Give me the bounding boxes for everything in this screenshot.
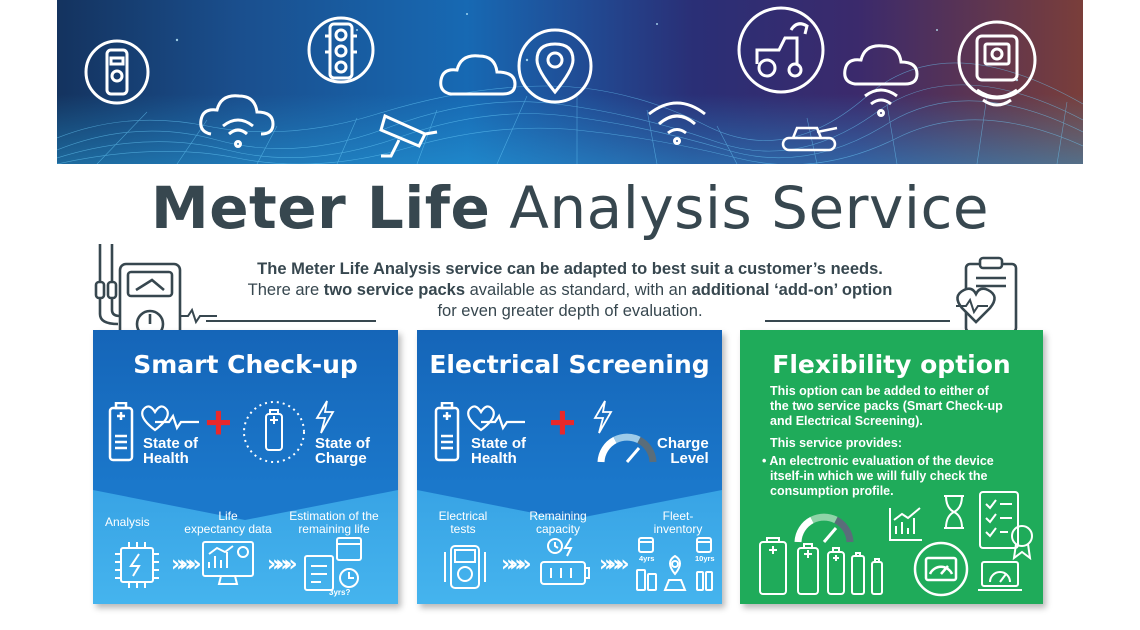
plus-icon: +: [549, 396, 576, 448]
monitor-chart-icon: [201, 538, 255, 588]
cloud-wifi-icon: [197, 86, 279, 154]
banner-image: [57, 0, 1083, 164]
divider-left: [206, 320, 376, 322]
chart-analysis-icon: [886, 504, 926, 544]
card-title: Flexibility option: [772, 350, 1011, 379]
traffic-light-icon: [307, 10, 375, 102]
arrows-icon: »»»: [501, 552, 532, 577]
gauge-icon: [593, 428, 661, 468]
arrows-icon-2: »»»: [267, 552, 298, 577]
card-flexibility-option: Flexibility option: [740, 330, 1043, 604]
lightning-icon: [593, 400, 613, 434]
wireframe-landscape: [57, 13, 1083, 164]
farm-tractor-icon: [735, 4, 827, 96]
calendar-document-icon: [301, 534, 365, 596]
hourglass-icon: [942, 494, 966, 530]
intro-paragraph: The Meter Life Analysis service can be a…: [180, 259, 960, 322]
fleet-inventory-icon: [635, 534, 715, 594]
clipboard-heart-illustration: [952, 256, 1032, 340]
flex-paragraph-2: This service provides:: [770, 436, 903, 450]
years-label-2: 10yrs: [695, 554, 715, 563]
water-meter-icon: [83, 38, 151, 106]
multimeter-icon: [443, 542, 487, 592]
arrows-icon-2: »»»: [599, 552, 630, 577]
page-title: Meter Life Analysis Service: [0, 174, 1140, 242]
circuit-board-icon: [111, 540, 163, 590]
cloud-icon: [437, 46, 521, 102]
battery-icon: [107, 402, 135, 462]
divider-right: [765, 320, 950, 322]
intro-line1: The Meter Life Analysis service can be a…: [257, 260, 883, 278]
wifi-icon: [645, 96, 709, 146]
arrows-icon: »»»: [171, 552, 202, 577]
energy-meter-icon: [912, 540, 970, 598]
battery-capacity-icon: [535, 536, 595, 590]
tank-icon: [777, 118, 841, 156]
heart-pulse-icon: [465, 404, 525, 434]
lightning-icon: [315, 400, 335, 434]
checklist-award-icon: [974, 488, 1038, 560]
plus-icon: +: [205, 396, 232, 448]
laptop-gauge-icon: [976, 560, 1024, 594]
card-title: Electrical Screening: [429, 350, 710, 379]
title-bold: Meter Life: [150, 174, 491, 242]
flex-bullet-1: • An electronic evaluation of the device…: [762, 454, 994, 498]
location-pin-icon: [515, 26, 595, 106]
years-label-1: 4yrs: [639, 554, 655, 563]
years-badge: 3yrs?: [329, 588, 351, 597]
step-fleet-inventory: Fleet-inventory: [653, 509, 703, 536]
step-analysis: Analysis: [105, 515, 150, 529]
intro-line3: for even greater depth of evaluation.: [437, 302, 703, 320]
gauge-icon: [790, 508, 858, 548]
card-title: Smart Check-up: [133, 350, 358, 379]
battery-icon: [433, 402, 461, 462]
batteries-icon: [758, 536, 888, 598]
heart-pulse-icon: [139, 404, 199, 434]
cloud-wifi-icon-2: [841, 38, 921, 122]
battery-charge-burst-icon: [239, 398, 309, 466]
intro-line2: There are two service packs available as…: [247, 281, 893, 299]
cctv-camera-icon: [379, 104, 441, 160]
title-light: Analysis Service: [509, 174, 990, 242]
smart-meter-icon: [955, 18, 1039, 118]
